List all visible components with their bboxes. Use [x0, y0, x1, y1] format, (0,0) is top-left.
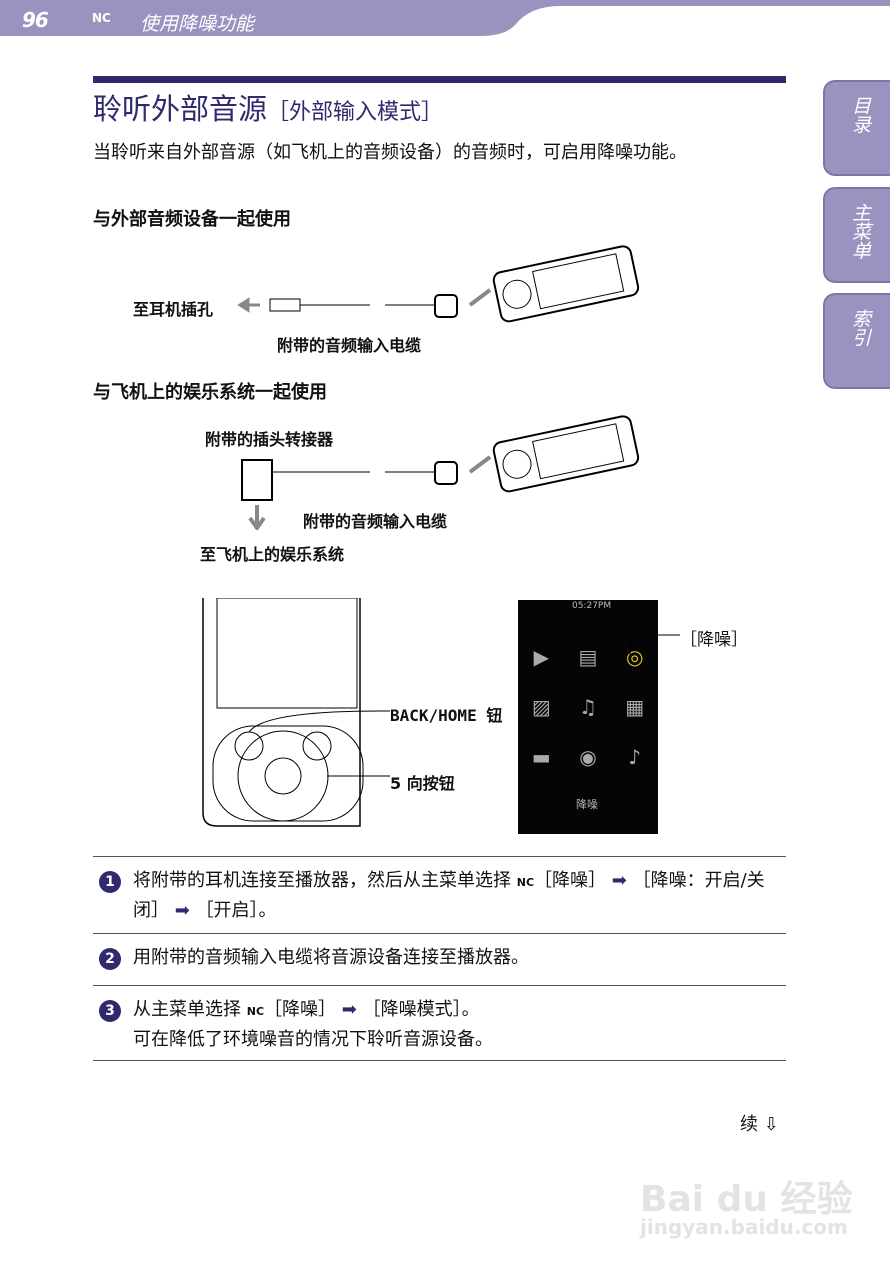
- step-text: ［降噪模式］。: [362, 999, 480, 1020]
- title-rule: [93, 76, 786, 83]
- watermark-logo: Bai du 经验: [640, 1179, 853, 1220]
- section2-heading: 与飞机上的娱乐系统一起使用: [93, 382, 327, 403]
- video-icon[interactable]: ▶: [533, 645, 550, 669]
- label-entertainment-system: 至飞机上的娱乐系统: [200, 545, 345, 564]
- airplane-diagram: [241, 415, 640, 530]
- section-title: 使用降噪功能: [140, 13, 255, 35]
- menu-icon-grid: ▶▤◎ ▨♫▦ ▬◉♪: [518, 645, 658, 769]
- step-text: ［开启］。: [195, 900, 277, 921]
- step-text: ［降噪］: [534, 870, 607, 891]
- callout-noise-canceling: ［降噪］: [680, 630, 748, 650]
- header-band: [0, 0, 890, 36]
- page-title: 聆听外部音源［外部输入模式］: [93, 86, 443, 128]
- step-text: 从主菜单选择: [133, 999, 247, 1020]
- screen-time: 05:27PM: [572, 601, 612, 611]
- page-number: 96: [22, 8, 49, 32]
- step-number: 2: [99, 948, 121, 970]
- now-playing-icon[interactable]: ♪: [628, 745, 642, 769]
- player-screen: 05:27PM ▶▤◎ ▨♫▦ ▬◉♪ 降噪: [518, 600, 658, 834]
- player-illustration: [202, 598, 391, 827]
- continued-link[interactable]: 续 ⇩: [740, 1114, 779, 1135]
- noise-canceling-icon: NC: [92, 11, 111, 25]
- label-5way-button: 5 向按钮: [390, 774, 455, 793]
- step-text: ［降噪］: [264, 999, 337, 1020]
- label-back-home: BACK/HOME 钮: [390, 706, 503, 725]
- screen-caption: 降噪: [576, 798, 598, 811]
- film-icon[interactable]: ▦: [625, 695, 645, 719]
- step-2: 2 用附带的音频输入电缆将音源设备连接至播放器。: [93, 933, 786, 985]
- fm-radio-icon[interactable]: ▤: [578, 645, 598, 669]
- step-number: 3: [99, 1000, 121, 1022]
- tab-main-menu[interactable]: 主菜单: [823, 187, 890, 283]
- arrow-icon: ➡: [341, 999, 357, 1020]
- tab-contents[interactable]: 目录: [823, 80, 890, 176]
- photo-icon[interactable]: ▨: [531, 695, 551, 719]
- step-note: 可在降低了环境噪音的情况下聆听音源设备。: [133, 1029, 493, 1050]
- step-text: 将附带的耳机连接至播放器，然后从主菜单选择: [133, 870, 517, 891]
- callout-line: [629, 634, 680, 655]
- tab-label: 目录: [849, 96, 871, 134]
- arrow-icon: ➡: [611, 870, 627, 891]
- arrow-icon: ➡: [174, 900, 190, 921]
- tab-label: 索引: [849, 309, 871, 347]
- intro-text: 当聆听来自外部音源（如飞机上的音频设备）的音频时，可启用降噪功能。: [93, 142, 687, 163]
- step-text: 用附带的音频输入电缆将音源设备连接至播放器。: [133, 947, 529, 968]
- noise-canceling-icon: NC: [516, 876, 535, 889]
- step-3: 3 从主菜单选择 NC［降噪］ ➡ ［降噪模式］。 可在降低了环境噪音的情况下聆…: [93, 985, 786, 1061]
- noise-canceling-icon: NC: [246, 1005, 265, 1018]
- music-icon[interactable]: ♫: [579, 695, 597, 719]
- settings-toolbox-icon[interactable]: ▬: [531, 745, 551, 769]
- title-main: 聆听外部音源: [93, 92, 268, 126]
- tab-index[interactable]: 索引: [823, 293, 890, 389]
- section1-heading: 与外部音频设备一起使用: [93, 209, 291, 230]
- step-text: ［降噪：开启/关闭］: [133, 870, 765, 921]
- label-headphone-jack: 至耳机插孔: [133, 300, 214, 319]
- step-1: 1 将附带的耳机连接至播放器，然后从主菜单选择 NC［降噪］ ➡ ［降噪：开启/…: [93, 856, 786, 934]
- tab-label: 主菜单: [849, 203, 871, 260]
- label-adapter: 附带的插头转接器: [205, 430, 334, 449]
- watermark-url: jingyan.baidu.com: [640, 1215, 848, 1239]
- label-cable: 附带的音频输入电缆: [277, 336, 422, 355]
- external-device-diagram: [237, 245, 640, 323]
- title-bracket: ［外部输入模式］: [267, 100, 444, 125]
- podcast-icon[interactable]: ◉: [579, 745, 597, 769]
- step-number: 1: [99, 871, 121, 893]
- label-cable: 附带的音频输入电缆: [303, 512, 448, 531]
